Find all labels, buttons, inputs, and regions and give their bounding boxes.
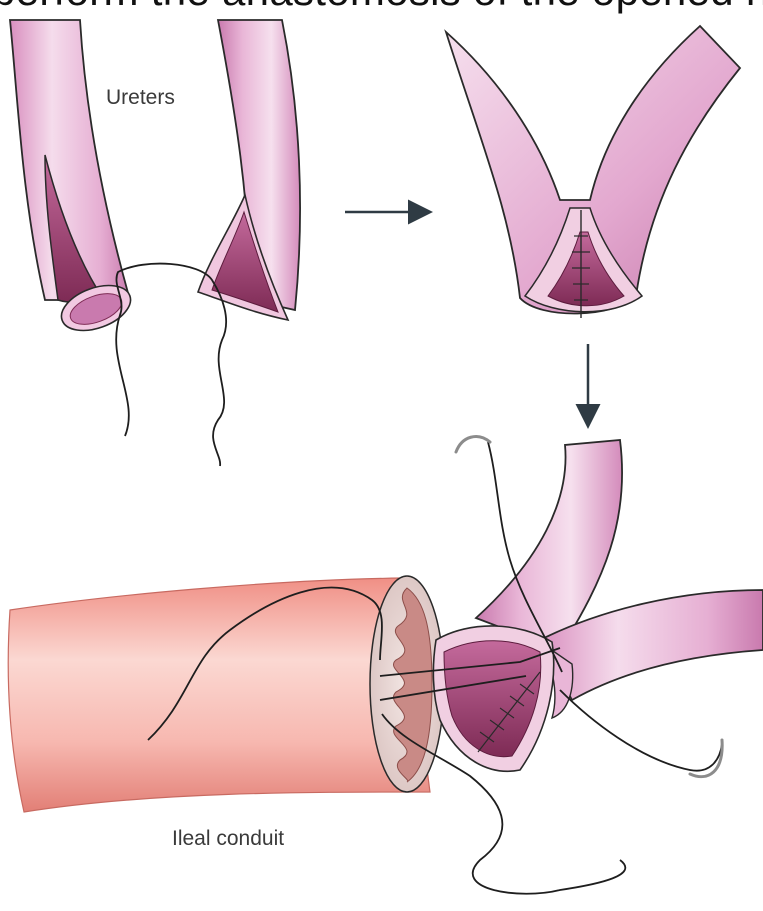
needle-top (456, 437, 490, 452)
ureters-label: Ureters (106, 86, 175, 109)
panel-joined-ureters (446, 26, 740, 318)
ileal-conduit-label: Ileal conduit (172, 827, 284, 850)
ileal-conduit (8, 576, 444, 812)
panel-ileal-anastomosis: Ileal conduit (8, 437, 763, 894)
right-ureter (198, 20, 300, 320)
panel-separate-ureters: Ureters (10, 20, 300, 466)
ureteric-plate (433, 626, 553, 771)
